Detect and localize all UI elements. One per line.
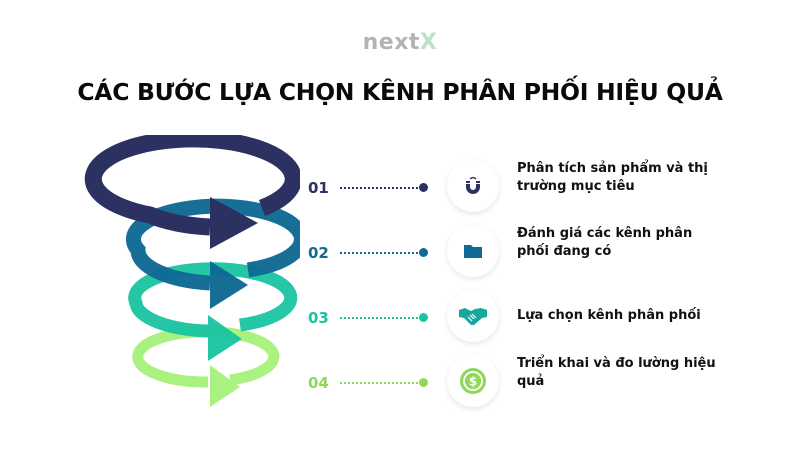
step-number: 01 [308, 179, 329, 197]
connector-dot [419, 378, 428, 387]
logo-main: next [362, 30, 420, 55]
page-title: CÁC BƯỚC LỰA CHỌN KÊNH PHÂN PHỐI HIỆU QU… [77, 78, 723, 106]
spiral-arrows-graphic [84, 135, 300, 407]
step-number: 04 [308, 374, 329, 392]
logo-accent: X [419, 30, 438, 55]
step-1: 01 Phân tích sản phẩm và thị trường mục … [300, 160, 720, 238]
folder-icon [464, 245, 482, 258]
step-icon-circle [447, 225, 499, 277]
spiral-ring-1 [84, 135, 300, 249]
magnet-icon [466, 176, 480, 194]
step-icon-circle: $ [447, 355, 499, 407]
step-icon-circle [447, 160, 499, 212]
step-2: 02 Đánh giá các kênh phân phối đang có [300, 225, 720, 303]
connector-dot [419, 183, 428, 192]
step-label: Phân tích sản phẩm và thị trường mục tiê… [517, 161, 708, 194]
step-icon-circle [447, 290, 499, 342]
spiral-ring-4 [132, 326, 280, 407]
dotted-connector [340, 317, 422, 319]
dotted-connector [340, 252, 422, 254]
dotted-connector [340, 382, 422, 384]
brand-logo: nextX [0, 30, 800, 55]
connector-dot [419, 248, 428, 257]
dollar-coin-icon: $ [460, 368, 486, 394]
step-3: 03 Lựa chọn kênh phân phối [300, 290, 720, 368]
connector-dot [419, 313, 428, 322]
step-4: 04 $ Triển khai và đo lường hiệu quả [300, 355, 720, 433]
step-number: 03 [308, 309, 329, 327]
dotted-connector [340, 187, 422, 189]
step-label: Đánh giá các kênh phân phối đang có [517, 226, 693, 259]
spiral-ring-3 [128, 262, 298, 361]
svg-text:$: $ [469, 375, 477, 389]
step-label: Lựa chọn kênh phân phối [517, 308, 701, 323]
spiral-ring-2 [125, 198, 300, 309]
step-label: Triển khai và đo lường hiệu quả [517, 356, 716, 389]
step-number: 02 [308, 244, 329, 262]
handshake-icon [459, 308, 487, 325]
